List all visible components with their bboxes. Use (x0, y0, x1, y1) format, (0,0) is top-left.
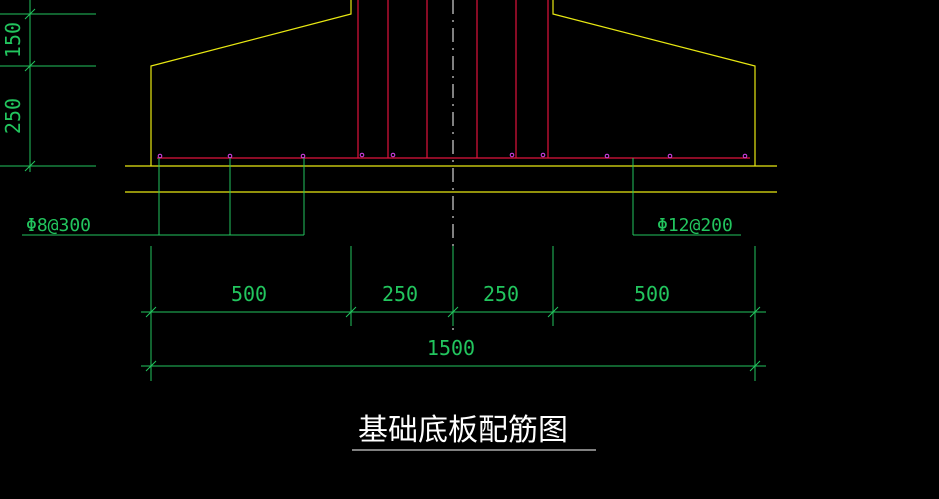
rebar-dot (157, 153, 163, 159)
rebar-dot (742, 153, 748, 159)
column-rebar (157, 0, 750, 159)
footing-outline (125, 0, 777, 193)
dim-bottom-500-left: 500 (231, 282, 267, 306)
left-vertical-dimension (0, 0, 96, 172)
dim-bottom-250-right: 250 (483, 282, 519, 306)
label-left-rebar: Φ8@300 (26, 215, 91, 236)
rebar-dots (157, 152, 748, 159)
dim-left-150: 150 (1, 22, 25, 58)
rebar-dot (359, 152, 365, 158)
rebar-dot (667, 153, 673, 159)
footing-left-profile (150, 0, 352, 166)
rebar-dot (227, 153, 233, 159)
rebar-dot (540, 152, 546, 158)
dim-bottom-500-right: 500 (634, 282, 670, 306)
rebar-dot (509, 152, 515, 158)
rebar-dot (604, 153, 610, 159)
footing-right-profile (552, 0, 756, 166)
rebar-leaders (22, 158, 741, 236)
rebar-dot (390, 152, 396, 158)
rebar-dot (300, 153, 306, 159)
dim-bottom-250-left: 250 (382, 282, 418, 306)
label-right-rebar: Φ12@200 (657, 215, 733, 236)
dim-bottom-total: 1500 (427, 336, 475, 360)
bottom-dimensions (141, 246, 766, 381)
dim-left-250: 250 (1, 98, 25, 134)
drawing-title: 基础底板配筋图 (358, 413, 568, 448)
